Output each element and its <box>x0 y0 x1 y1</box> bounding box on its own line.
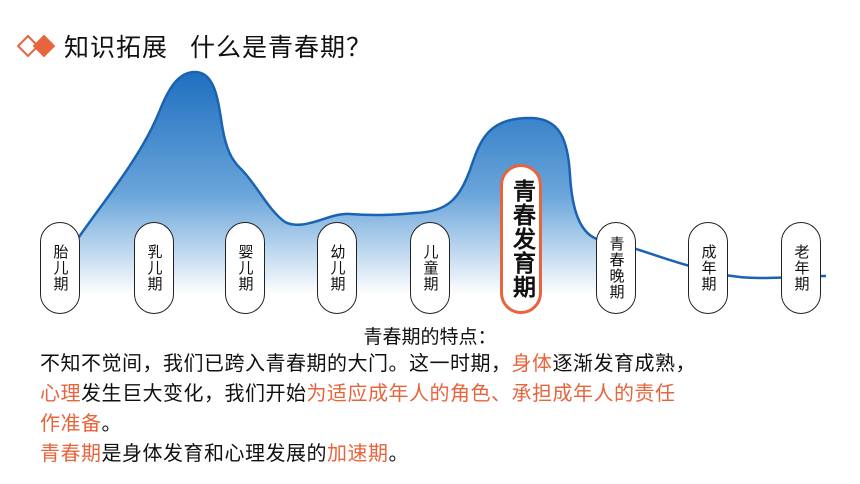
highlight-segment: 心理 <box>40 381 81 405</box>
stage-baby: 婴儿期 <box>225 222 265 314</box>
stage-label: 青春发育期 <box>508 179 535 299</box>
stage-label: 胎儿期 <box>51 244 70 292</box>
text-segment: 逐渐发育成熟， <box>552 351 696 375</box>
page-title: 什么是青春期？ <box>190 33 373 62</box>
text-segment: 不知不觉间，我们已跨入青春期的大门。这一时期， <box>40 351 512 375</box>
stage-child: 儿童期 <box>410 222 450 314</box>
stage-infant: 乳儿期 <box>134 222 174 314</box>
slide-header: 知识拓展 什么是青春期？ <box>14 26 372 66</box>
stage-puberty: 青春发育期 <box>500 164 542 314</box>
highlight-segment: 青春期 <box>40 441 102 465</box>
text-segment: 。 <box>101 411 122 435</box>
mountain-fill <box>70 72 600 295</box>
characteristics-paragraph: 不知不觉间，我们已跨入青春期的大门。这一时期，身体逐渐发育成熟， 心理发生巨大变… <box>40 348 840 468</box>
text-segment: 发生巨大变化，我们开始 <box>81 381 307 405</box>
highlight-segment: 为适应成年人的角色、承担成年人的责任 <box>306 381 676 405</box>
stage-label: 成年期 <box>699 244 718 292</box>
stage-adult: 成年期 <box>688 222 728 314</box>
section-title: 青春期的特点： <box>363 326 497 348</box>
paragraph-line: 作准备。 <box>40 408 840 438</box>
growth-curve-diagram <box>68 70 827 295</box>
paragraph-line: 心理发生巨大变化，我们开始为适应成年人的角色、承担成年人的责任 <box>40 378 840 408</box>
stage-label: 乳儿期 <box>145 244 164 292</box>
highlight-segment: 作准备 <box>40 411 102 435</box>
paragraph-line: 青春期是身体发育和心理发展的加速期。 <box>40 438 840 468</box>
stage-label: 儿童期 <box>421 244 440 292</box>
stage-label: 婴儿期 <box>236 244 255 292</box>
stage-label: 幼儿期 <box>328 244 347 292</box>
stage-late-adolescence: 青春晚期 <box>596 222 636 314</box>
header-label: 知识拓展 <box>64 33 169 62</box>
stage-toddler: 幼儿期 <box>317 222 357 314</box>
text-segment: 是身体发育和心理发展的 <box>101 441 327 465</box>
text-segment: 。 <box>388 441 409 465</box>
stage-label: 老年期 <box>792 244 811 292</box>
paragraph-line: 不知不觉间，我们已跨入青春期的大门。这一时期，身体逐渐发育成熟， <box>40 348 840 378</box>
stage-elderly: 老年期 <box>781 222 821 314</box>
highlight-segment: 身体 <box>511 351 553 375</box>
curve-outline <box>68 70 827 280</box>
highlight-segment: 加速期 <box>327 441 389 465</box>
stage-label: 青春晚期 <box>607 236 626 300</box>
stage-fetal: 胎儿期 <box>40 222 80 314</box>
